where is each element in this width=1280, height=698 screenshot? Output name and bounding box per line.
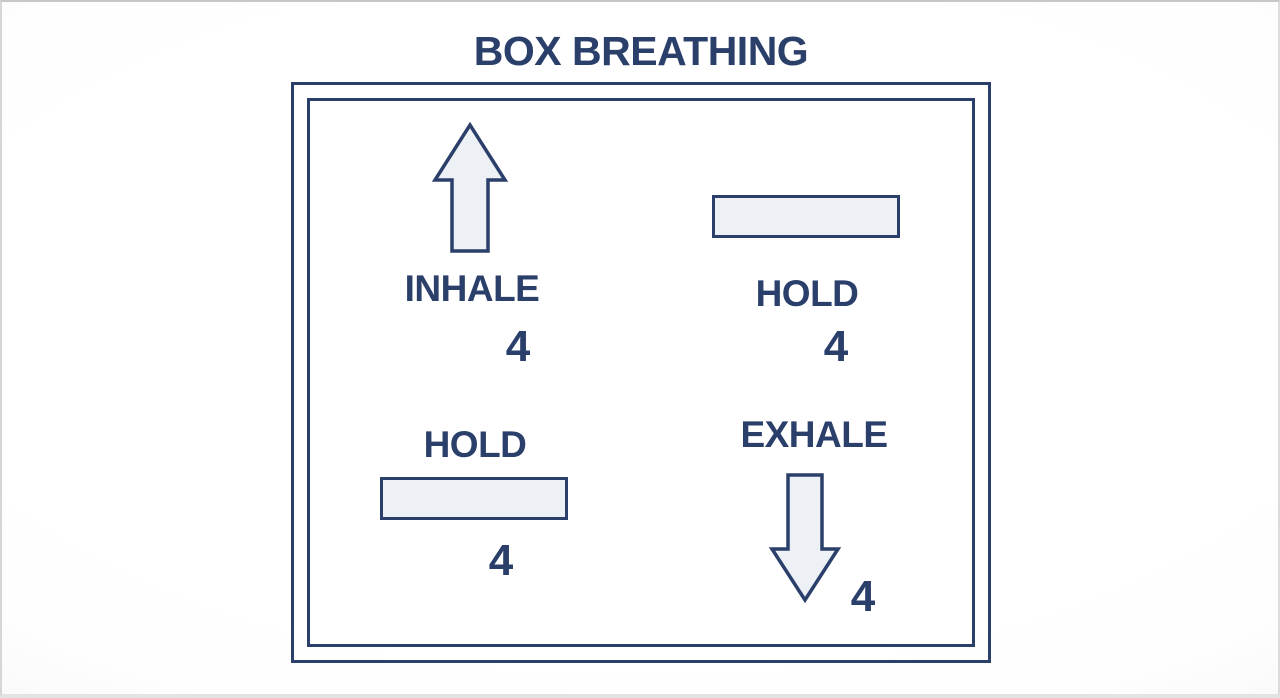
arrow-down-icon [768,473,842,603]
inhale-count: 4 [505,322,531,371]
diagram-title: BOX BREATHING [473,28,809,74]
inner-frame [307,98,975,647]
hold-top-count: 4 [823,322,849,371]
hold-bar-icon [380,477,568,520]
arrow-up-icon [431,122,509,253]
hold-bottom-label: HOLD [423,424,527,465]
exhale-count: 4 [850,572,876,621]
inhale-label: INHALE [404,268,540,309]
hold-bottom-count: 4 [488,536,514,585]
hold-top-label: HOLD [755,273,859,314]
outer-frame [291,82,991,663]
hold-bar-icon [712,195,900,238]
exhale-label: EXHALE [740,414,888,455]
